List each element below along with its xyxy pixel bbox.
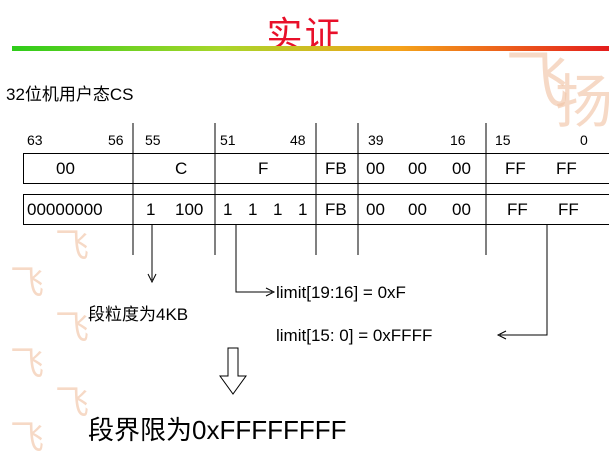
row1-flags-high: C [175,159,188,178]
bit-label-56: 56 [108,132,124,148]
row2-limit-bit-17: 1 [273,200,283,219]
row2-limit-bit-19: 1 [223,200,233,219]
bit-label-15: 15 [495,132,511,148]
row1-limit-high: F [258,159,269,178]
row2-base-high-bits: 00000000 [27,200,103,219]
watermark-decoration: 飞 [10,263,44,303]
title-divider [12,46,609,51]
row1-base-byte-a: 00 [366,159,385,178]
watermark-decoration: 飞 [55,383,89,423]
row1-access-byte: FB [325,159,347,178]
watermark-decoration: 飞 [505,45,569,119]
limit-low-note: limit[15: 0] = 0xFFFF [276,326,433,345]
row2-granularity-bit: 1 [146,200,156,219]
bit-label-39: 39 [368,132,384,148]
bit-label-48: 48 [290,132,306,148]
row2-limit-byte-a: FF [507,200,528,219]
watermark-decoration: 飞 [10,344,44,384]
row1-byte7: 00 [56,159,75,178]
row1-limit-byte-b: FF [556,159,577,178]
row2-base-byte-c: 00 [452,200,471,219]
bit-label-55: 55 [145,132,161,148]
limit-high-note: limit[19:16] = 0xF [276,283,406,302]
row1-base-byte-c: 00 [452,159,471,178]
row2-limit-bit-16: 1 [298,200,308,219]
segment-limit-conclusion: 段界限为0xFFFFFFFF [88,415,347,445]
bit-label-16: 16 [450,132,466,148]
watermark-decoration: 飞 [10,418,44,458]
row1-limit-byte-a: FF [505,159,526,178]
row2-limit-bit-18: 1 [248,200,258,219]
row2-limit-byte-b: FF [558,200,579,219]
bit-label-63: 63 [27,132,43,148]
down-arrow-icon [219,347,247,395]
row2-base-byte-a: 00 [366,200,385,219]
row2-base-byte-b: 00 [408,200,427,219]
row2-access-byte: FB [325,200,347,219]
granularity-note: 段粒度为4KB [88,305,189,324]
row1-base-byte-b: 00 [408,159,427,178]
bit-label-51: 51 [220,132,236,148]
watermark-decoration: 飞 [55,308,89,348]
row2-flag-bits: 100 [175,200,204,219]
subtitle: 32位机用户态CS [6,85,134,104]
watermark-decoration: 飞 [55,226,89,266]
bit-label-0: 0 [580,132,588,148]
watermark-decoration: 扬 [555,68,609,136]
